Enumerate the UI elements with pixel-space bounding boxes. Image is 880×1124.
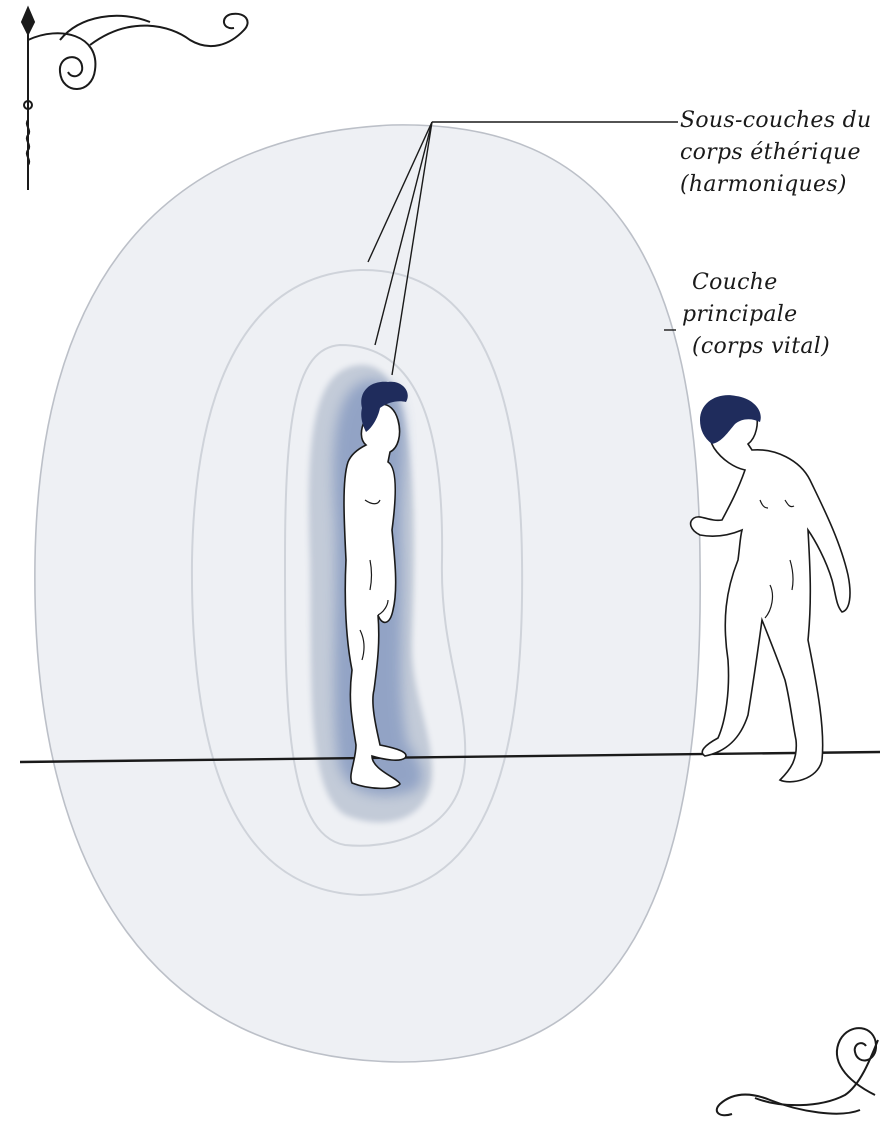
label-principale-line2: principale [682, 299, 830, 331]
scroll-ornament-bottom-right [717, 1028, 878, 1115]
scroll-ornament-top-left [22, 8, 248, 190]
leaning-figure-body [691, 401, 850, 782]
leaning-figure [691, 395, 850, 782]
label-principale-line3: (corps vital) [682, 331, 830, 363]
label-principale-line1: Couche [682, 267, 830, 299]
label-couche-principale: Couche principale (corps vital) [682, 267, 830, 363]
label-subcouches: Sous-couches du corps éthérique (harmoni… [680, 105, 872, 201]
label-subcouches-line3: (harmoniques) [680, 169, 872, 201]
label-subcouches-line1: Sous-couches du [680, 105, 872, 137]
label-subcouches-line2: corps éthérique [680, 137, 872, 169]
